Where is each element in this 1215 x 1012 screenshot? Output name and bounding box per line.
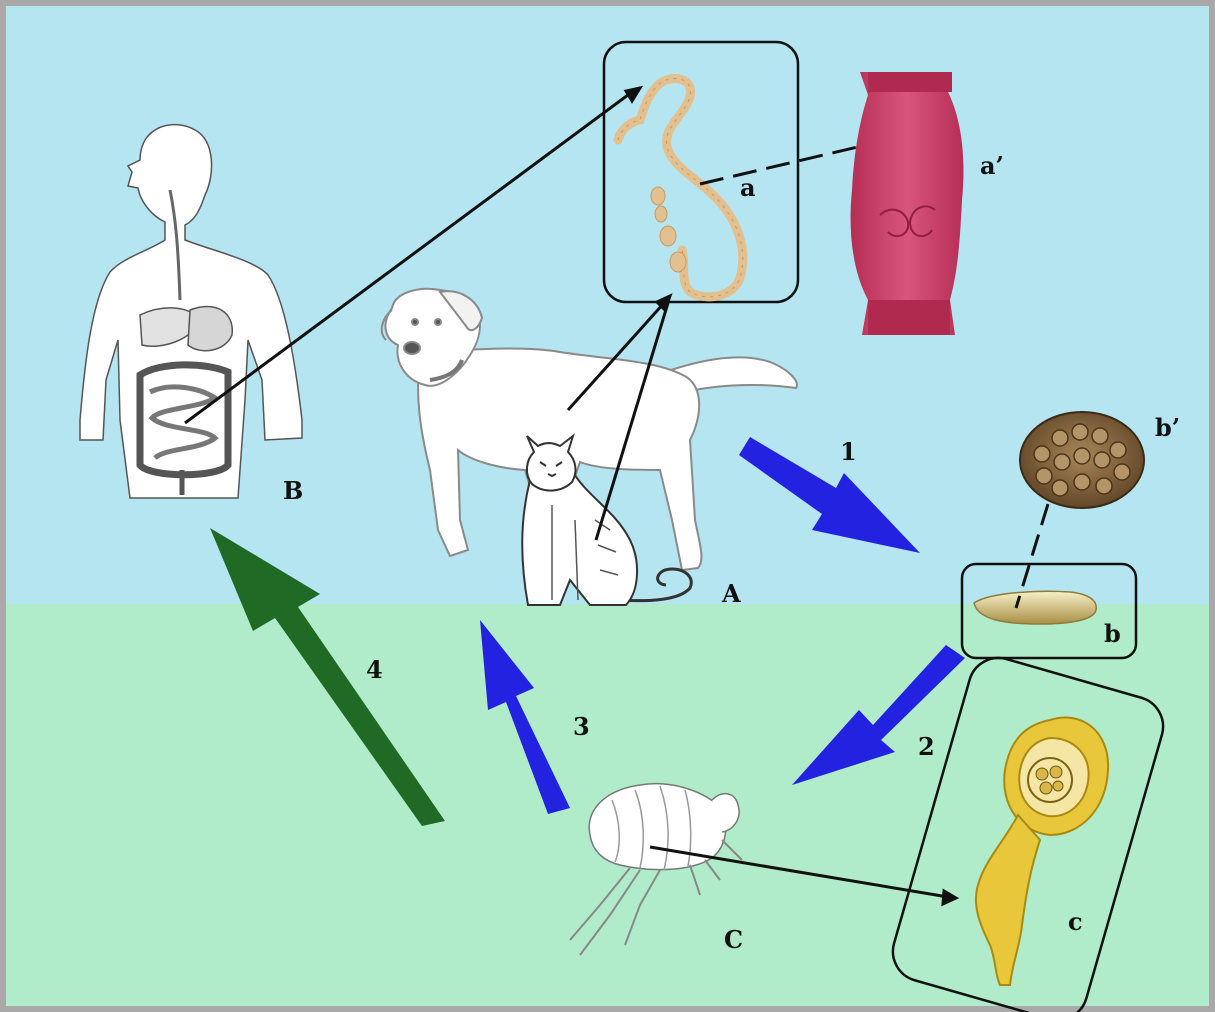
egg-packet-micrograph xyxy=(1020,412,1144,508)
step-number-2: 2 xyxy=(918,732,935,761)
label-segment: b xyxy=(1104,619,1121,648)
label-larva: c xyxy=(1068,907,1083,936)
step-number-1: 1 xyxy=(840,437,857,466)
label-egg-packet: b’ xyxy=(1155,413,1180,442)
proglottid-micrograph xyxy=(851,72,964,335)
label-human-host: B xyxy=(283,476,303,505)
label-intermediate-host: C xyxy=(724,925,743,954)
label-definitive-hosts: A xyxy=(721,579,741,608)
gravid-segment xyxy=(974,591,1096,624)
step-number-4: 4 xyxy=(366,655,383,684)
step-number-3: 3 xyxy=(573,712,590,741)
label-proglottid: a’ xyxy=(980,151,1004,180)
label-adult-worm: a xyxy=(740,173,756,202)
